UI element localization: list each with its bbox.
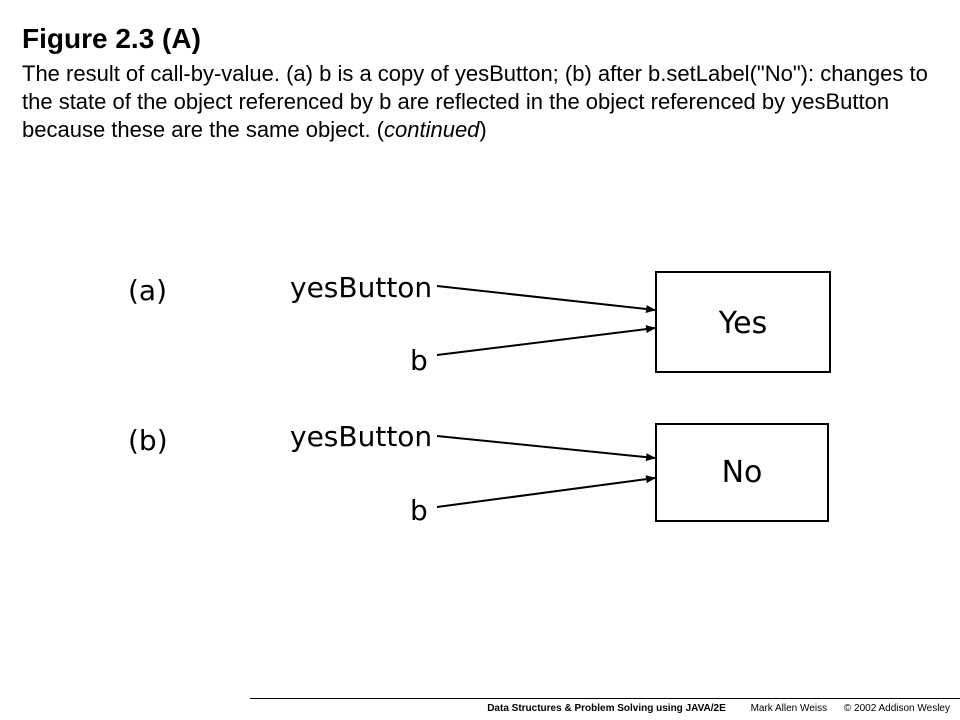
- panel-a-yesbutton-arrow: [436, 285, 656, 313]
- figure-caption: The result of call-by-value. (a) b is a …: [22, 60, 942, 144]
- panel-b-b-label: b: [410, 494, 428, 527]
- footer-author: Mark Allen Weiss: [750, 703, 828, 714]
- panel-a-tag: (a): [128, 274, 167, 307]
- panel-a-yesbutton-label: yesButton: [290, 271, 432, 304]
- panel-a-b-arrow: [436, 325, 656, 356]
- panel-a-object-label: Yes: [718, 306, 767, 341]
- panel-b-yesbutton-arrow: [436, 435, 656, 462]
- footer-copyright: © 2002 Addison Wesley: [843, 703, 950, 714]
- panel-b-object-box: [655, 423, 829, 522]
- panel-b: (b) yesButton b No: [128, 420, 829, 527]
- panel-b-object-label: No: [722, 455, 763, 490]
- panel-a: (a) yesButton b Yes: [128, 271, 831, 377]
- panel-a-b-label: b: [410, 344, 428, 377]
- panel-b-tag: (b): [128, 424, 168, 457]
- footer-divider: [250, 698, 960, 699]
- slide-footer: Data Structures & Problem Solving using …: [487, 703, 950, 715]
- caption-end: ): [479, 117, 487, 142]
- panel-a-object-box: [655, 271, 831, 373]
- panel-b-yesbutton-label: yesButton: [290, 420, 432, 453]
- figure-title: Figure 2.3 (A): [22, 23, 201, 54]
- caption-italic: continued: [384, 117, 480, 142]
- caption-text: The result of call-by-value. (a) b is a …: [22, 61, 928, 142]
- panel-b-b-arrow: [436, 475, 656, 508]
- footer-book-title: Data Structures & Problem Solving using …: [487, 703, 726, 714]
